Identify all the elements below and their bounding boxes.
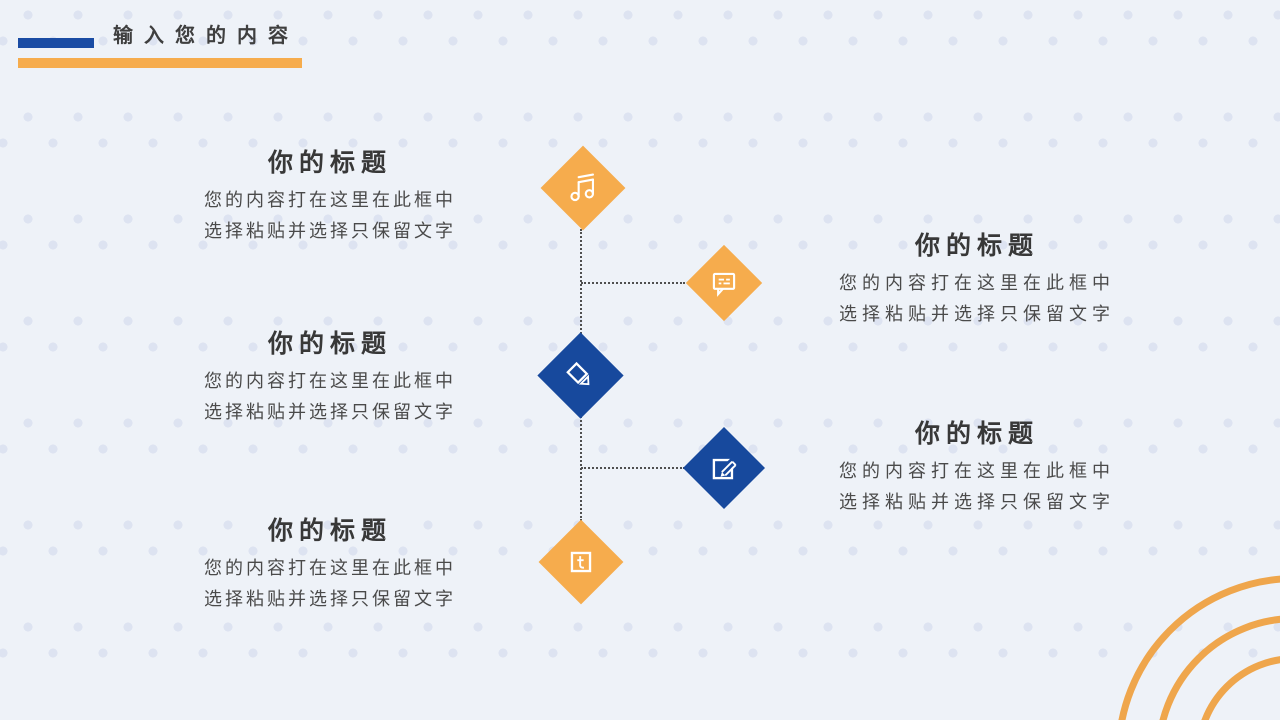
block-title: 你的标题 (267, 149, 392, 177)
block-title: 你的标题 (914, 420, 1039, 448)
timeline-node-comment (685, 244, 763, 322)
block-body: 您的内容打在这里在此框中选择粘贴并选择只保留文字 (204, 371, 456, 422)
header-underline-bar-orange (18, 58, 302, 68)
comment-icon (707, 266, 741, 300)
pencil-icon (563, 358, 599, 394)
timeline-node-edit (682, 426, 766, 510)
block-body: 您的内容打在这里在此框中选择粘贴并选择只保留文字 (839, 461, 1115, 512)
block-title: 你的标题 (267, 517, 392, 545)
edit-box-icon (707, 451, 741, 485)
corner-ring-outer (1115, 575, 1280, 720)
timeline-node-text (538, 519, 624, 605)
timeline-node-pencil (537, 332, 624, 419)
content-block-left-middle: 你的标题 您的内容打在这里在此框中选择粘贴并选择只保留文字 (155, 329, 505, 428)
content-block-left-bottom: 你的标题 您的内容打在这里在此框中选择粘贴并选择只保留文字 (155, 516, 505, 615)
content-block-right-top: 你的标题 您的内容打在这里在此框中选择粘贴并选择只保留文字 (797, 231, 1157, 330)
timeline-horizontal-connector-top (581, 282, 685, 284)
block-title: 你的标题 (914, 232, 1039, 260)
slide-title: 输入您的内容 (113, 25, 299, 47)
timeline-horizontal-connector-bottom (581, 467, 685, 469)
block-body: 您的内容打在这里在此框中选择粘贴并选择只保留文字 (204, 190, 456, 241)
block-title: 你的标题 (267, 330, 392, 358)
content-block-right-bottom: 你的标题 您的内容打在这里在此框中选择粘贴并选择只保留文字 (797, 419, 1157, 518)
content-block-left-top: 你的标题 您的内容打在这里在此框中选择粘贴并选择只保留文字 (155, 148, 505, 247)
timeline-node-music (540, 145, 626, 231)
header-accent-bar-blue (18, 38, 94, 48)
music-note-icon (565, 170, 601, 206)
block-body: 您的内容打在这里在此框中选择粘贴并选择只保留文字 (204, 558, 456, 609)
text-t-icon (564, 545, 598, 579)
block-body: 您的内容打在这里在此框中选择粘贴并选择只保留文字 (839, 273, 1115, 324)
